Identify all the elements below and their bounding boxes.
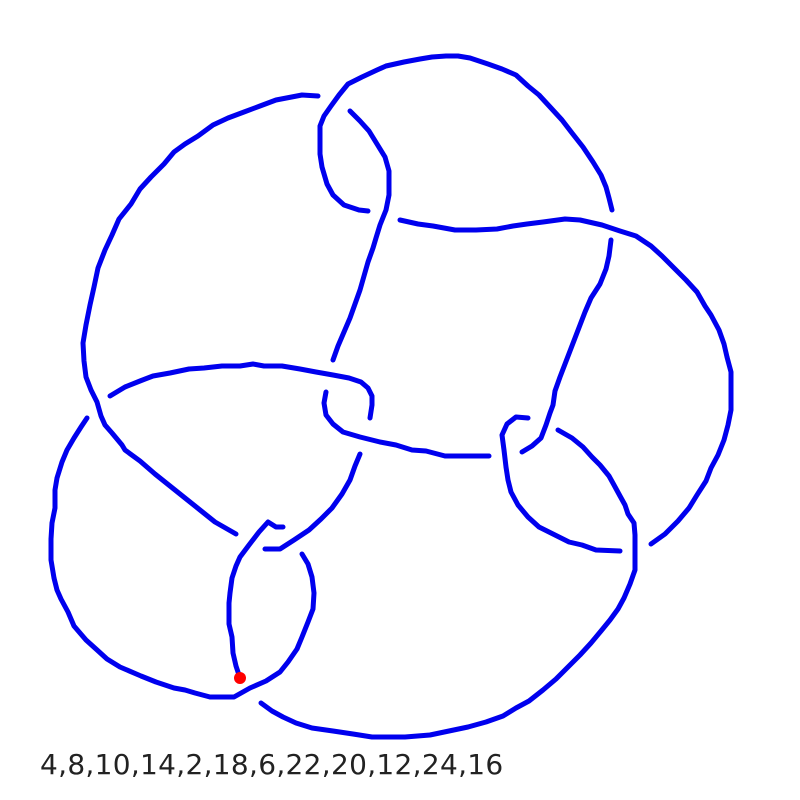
knot-strand	[317, 53, 615, 214]
knot-strand	[262, 451, 363, 552]
knot-strand	[107, 361, 375, 421]
knot-strand	[226, 519, 286, 681]
knot-strand	[519, 237, 614, 455]
knot-strand	[258, 427, 638, 740]
knot-strand	[330, 108, 392, 363]
dowker-thistlethwaite-code: 4,8,10,14,2,18,6,22,20,12,24,16	[40, 748, 504, 781]
knot-strand	[80, 92, 321, 537]
base-point-marker	[234, 672, 246, 684]
knot-strands	[48, 53, 734, 740]
knot-strand	[321, 389, 492, 459]
knot-strand	[397, 216, 734, 547]
knot-strand	[499, 414, 623, 554]
knot-strand	[48, 415, 317, 700]
